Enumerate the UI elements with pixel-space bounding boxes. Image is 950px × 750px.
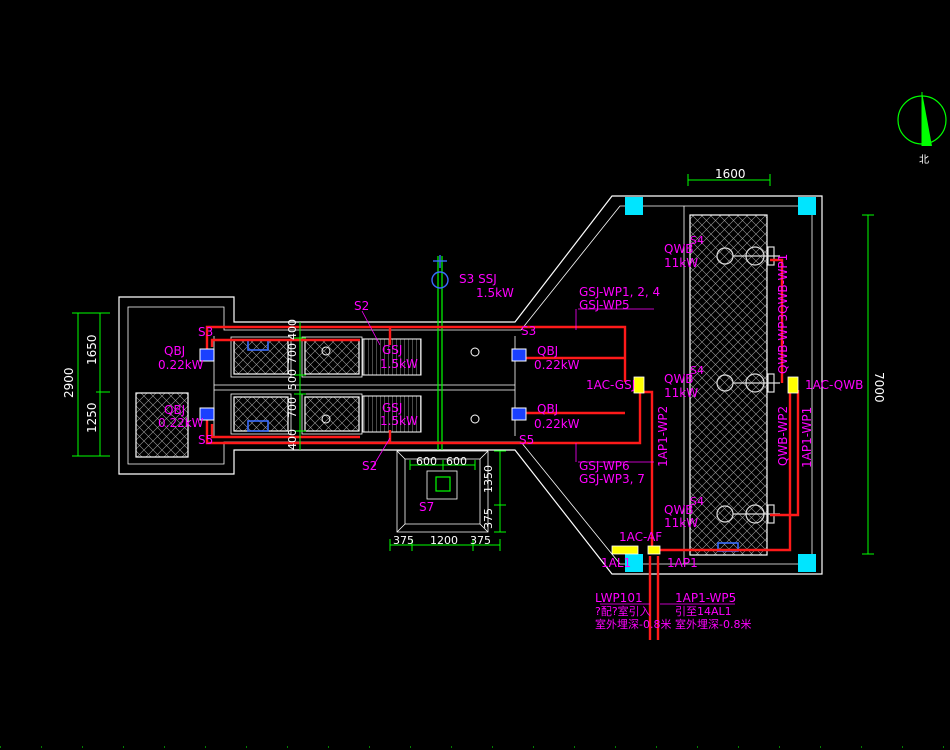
label-qwb-wp3-wp1: QWB-WP3QWB-WP1 [776, 254, 790, 374]
label-1ac-gsj: 1AC-GSJ [586, 378, 635, 392]
dim-1650: 1650 [85, 334, 99, 365]
label-lwp101-note2: 室外埋深-0.8米 [595, 617, 671, 631]
label-s4-mid: S4 [690, 364, 704, 377]
label-s2-bottom: S2 [362, 459, 377, 473]
label-s5-right: S5 [519, 433, 534, 447]
label-qbj-rt: QBJ [537, 344, 558, 358]
label-qwb-top-kw: 11kW [664, 256, 698, 270]
dim-1350: 1350 [482, 465, 495, 493]
label-1ap1-wp5-note2: 室外埋深-0.8米 [675, 617, 751, 631]
equipment-boxes [199, 348, 799, 555]
label-s4-top: S4 [690, 234, 704, 247]
wet-well [625, 197, 816, 572]
north-arrow: 北 [897, 92, 947, 166]
label-1ac-qwb: 1AC-QWB [805, 378, 863, 392]
label-qwb-bottom: QWB [664, 503, 694, 517]
dimension-text: 1600 7000 2900 1650 1250 400 700 500 700… [62, 167, 886, 547]
label-s2-top: S2 [354, 299, 369, 313]
label-qbj-lt: QBJ [164, 344, 185, 358]
label-qbj-lt-kw: 0.22kW [158, 358, 204, 372]
label-qwb-wp2: QWB-WP2 [776, 406, 790, 466]
vertical-pipe [431, 255, 449, 450]
dim-600a: 600 [416, 455, 437, 468]
label-gsj-wp124: GSJ-WP1, 2, 4 [579, 285, 660, 299]
label-1ap1-wp1: 1AP1-WP1 [800, 407, 814, 468]
label-gsj-wp5: GSJ-WP5 [579, 298, 630, 312]
label-qwb-mid-kw: 11kW [664, 386, 698, 400]
label-qbj-rb: QBJ [537, 402, 558, 416]
label-gsj-top-kw: 1.5kW [380, 357, 418, 371]
dim-700b: 700 [286, 397, 299, 418]
label-s7: S7 [419, 500, 434, 514]
label-lwp101: LWP101 [595, 591, 643, 605]
label-qwb-top: QWB [664, 242, 694, 256]
label-s3-ssj-kw: 1.5kW [476, 286, 514, 300]
lower-pit [396, 450, 489, 533]
label-1ap1-wp2: 1AP1-WP2 [656, 406, 670, 467]
dim-700a: 700 [286, 343, 299, 364]
label-s4-bottom: S4 [690, 495, 704, 508]
channel-bottom [230, 393, 480, 435]
north-label: 北 [919, 154, 929, 166]
dim-1250: 1250 [85, 402, 99, 433]
label-gsj-wp37: GSJ-WP3, 7 [579, 472, 645, 486]
dim-400b: 400 [286, 429, 299, 450]
dimension-lines [0, 174, 950, 748]
label-lwp101-note1: ?配?室引入 [595, 604, 651, 618]
label-qwb-bottom-kw: 11kW [664, 516, 698, 530]
dim-600b: 600 [446, 455, 467, 468]
dim-375b: 375 [470, 534, 491, 547]
leaders [361, 308, 735, 605]
label-qbj-rt-kw: 0.22kW [534, 358, 580, 372]
left-sump-hatch [135, 392, 189, 458]
dim-375c: 375 [482, 508, 495, 529]
label-s3-right: S3 [521, 324, 536, 338]
label-s3-ssj: S3 SSJ [459, 272, 497, 286]
dim-1600: 1600 [715, 167, 746, 181]
dim-1200: 1200 [430, 534, 458, 547]
dim-400a: 400 [286, 319, 299, 340]
label-s3-left: S3 [198, 325, 213, 339]
label-gsj-bottom-kw: 1.5kW [380, 414, 418, 428]
label-1ap1-wp5-note1: 引至14AL1 [675, 604, 732, 618]
dim-7000: 7000 [872, 372, 886, 403]
label-1ac-af: 1AC-AF [619, 530, 662, 544]
label-qbj-rb-kw: 0.22kW [534, 417, 580, 431]
label-qbj-lb-kw: 0.22kW [158, 416, 204, 430]
equipment-labels: S3 SSJ 1.5kW S2 S2 S3 S3 S5 S5 S7 QBJ 0.… [158, 234, 863, 631]
label-1al1: 1AL1 [601, 556, 631, 570]
label-1ap1: 1AP1 [667, 556, 698, 570]
label-1ap1-wp5: 1AP1-WP5 [675, 591, 736, 605]
label-qwb-mid: QWB [664, 372, 694, 386]
dim-375a: 375 [393, 534, 414, 547]
north-pointer-icon [922, 92, 932, 146]
dim-2900: 2900 [62, 367, 76, 398]
label-s5-left: S5 [198, 433, 213, 447]
label-gsj-top: GSJ [382, 343, 402, 357]
label-gsj-wp6: GSJ-WP6 [579, 459, 630, 473]
label-gsj-bottom: GSJ [382, 401, 402, 415]
label-qbj-lb: QBJ [164, 403, 185, 417]
red-cables [205, 258, 800, 640]
dim-500: 500 [286, 369, 299, 390]
channel-top [230, 336, 480, 378]
